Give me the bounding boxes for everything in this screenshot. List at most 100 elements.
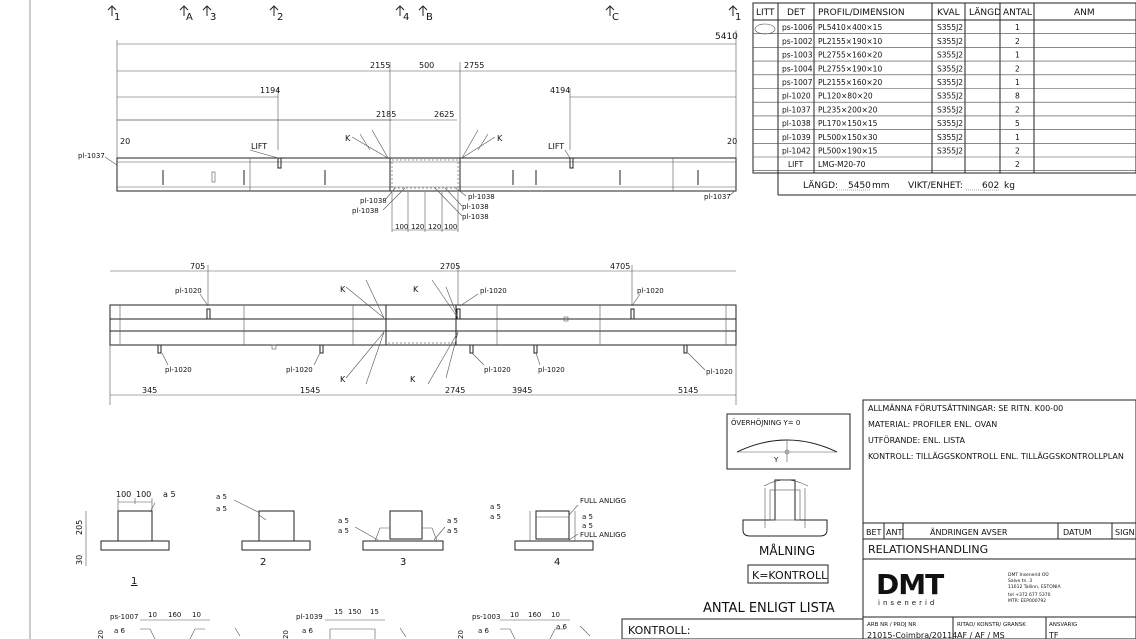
table-header: ANTAL <box>1003 8 1032 18</box>
section-marker: 1 <box>107 5 120 23</box>
pl1020-label: pl-1020 <box>484 366 511 374</box>
table-cell-kval: S355J2 <box>937 51 963 60</box>
pl1020-label: pl-1020 <box>175 287 202 295</box>
dim-5145: 5145 <box>678 386 698 395</box>
dim-10: 10 <box>192 611 201 619</box>
section-marker-label: 4 <box>403 12 409 23</box>
dim-500: 500 <box>419 61 434 70</box>
camber-y: Y <box>773 456 779 464</box>
section-marker: B <box>418 5 433 23</box>
dim-100: 100 <box>116 490 131 499</box>
antal-label: ANTAL ENLIGT LISTA <box>703 601 835 616</box>
table-cell-profil: PL500×190×15 <box>818 147 878 156</box>
painting-label: MÅLNING <box>759 543 815 558</box>
part-label: ps-1003 <box>472 613 500 621</box>
dim-10: 10 <box>510 611 519 619</box>
ritad-label: RITAD/ KONSTR/ GRANSK <box>957 622 1026 628</box>
section-marker-label: 3 <box>210 12 216 23</box>
table-cell-antal: 2 <box>1015 64 1020 73</box>
dim-2755: 2755 <box>464 61 484 70</box>
pl1020-label: pl-1020 <box>637 287 664 295</box>
table-cell-profil: PL5410×400×15 <box>818 23 882 32</box>
detail-4: a 5 a 5 a 5 a 5 FULL ANLIGG FULL ANLIGG … <box>490 497 626 568</box>
section-marker: 4 <box>395 5 409 23</box>
dim-20: 20 <box>282 630 290 639</box>
dim-100: 100 <box>444 223 457 231</box>
k-label-right: K <box>497 134 503 143</box>
table-cell-det: pl-1038 <box>782 119 811 128</box>
weld-label: a 5 <box>490 503 501 511</box>
company-reg: MTR: EEP000792 <box>1008 598 1046 604</box>
company-name: DMT Insenerid OÜ <box>1008 571 1049 578</box>
vikt-unit: kg <box>1004 181 1015 191</box>
section-marker-label: 1 <box>114 12 120 23</box>
table-cell-profil: PL2155×190×10 <box>818 37 882 46</box>
section-marker-label: 2 <box>277 12 283 23</box>
dim-2745: 2745 <box>445 386 465 395</box>
weld-label: a 6 <box>302 627 314 635</box>
table-cell-profil: PL235×200×20 <box>818 105 878 114</box>
elevation-view: 5410 2155 500 2755 1194 4194 2185 2625 2… <box>78 30 738 232</box>
note-line: ALLMÄNNA FÖRUTSÄTTNINGAR: SE RITN. K00-0… <box>868 403 1063 413</box>
painting-section: MÅLNING K=KONTROLL <box>742 479 829 584</box>
table-cell-profil: PL170×150×15 <box>818 119 878 128</box>
dim-2705: 2705 <box>440 262 460 271</box>
pl1020-label: pl-1020 <box>480 287 507 295</box>
pl1020-label: pl-1020 <box>538 366 565 374</box>
dim-120: 120 <box>428 223 441 231</box>
note-line: UTFÖRANDE: ENL. LISTA <box>868 435 966 445</box>
dim-20-right: 20 <box>727 137 737 146</box>
table-cell-antal: 2 <box>1015 160 1020 169</box>
dim-100: 100 <box>395 223 408 231</box>
section-marker: 1 <box>728 5 741 23</box>
detail-3: a 5 a 5 a 5 a 5 3 <box>338 510 458 568</box>
weld-label: a 5 <box>338 527 349 535</box>
table-cell-profil: PL2155×160×20 <box>818 78 882 87</box>
dim-3945: 3945 <box>512 386 532 395</box>
weld-label: a 5 <box>447 517 458 525</box>
table-cell-antal: 1 <box>1015 133 1020 142</box>
table-cell-kval: S355J2 <box>937 133 963 142</box>
detail-2: a 5 a 5 2 <box>216 493 311 568</box>
dim-705: 705 <box>190 262 205 271</box>
dim-160: 160 <box>168 611 181 619</box>
table-cell-antal: 2 <box>1015 37 1020 46</box>
dim-345: 345 <box>142 386 157 395</box>
camber-box: ÖVERHÖJNING Y= 0 Y <box>726 413 851 470</box>
weld-label: a 6 <box>114 627 126 635</box>
weld-label: a 5 <box>216 493 227 501</box>
dim-1194: 1194 <box>260 86 280 95</box>
table-cell-profil: LMG-M20-70 <box>818 160 866 169</box>
logo-text: DMT <box>876 568 944 601</box>
detail-1: 100 100 a 5 205 30 1 <box>75 490 176 587</box>
table-cell-det: ps-1003 <box>782 51 813 60</box>
section-markers: 1 A 3 2 4 B C 1 <box>107 5 741 23</box>
plan-view: 705 2705 4705 pl-1020 pl-1020 pl-1020 <box>109 262 737 405</box>
table-cell-antal: 2 <box>1015 147 1020 156</box>
full-anligg-label: FULL ANLIGG <box>580 497 626 505</box>
table-cell-profil: PL2755×190×10 <box>818 64 882 73</box>
dim-4194: 4194 <box>550 86 570 95</box>
kontroll-label: KONTROLL: <box>628 624 690 637</box>
weld-label: a 5 <box>447 527 458 535</box>
relationshandling: RELATIONSHANDLING <box>868 543 988 556</box>
langd-unit: mm <box>872 181 890 191</box>
note-line: KONTROLL: TILLÄGGSKONTROLL ENL. TILLÄGGS… <box>868 451 1124 461</box>
dim-10: 10 <box>551 611 560 619</box>
parts-table: LITT DET PROFIL/DIMENSION KVAL LÄNGD ANT… <box>752 2 1136 196</box>
section-marker-label: 1 <box>735 12 741 23</box>
dim-1545: 1545 <box>300 386 320 395</box>
vikt-value: 602 <box>982 181 999 191</box>
langd-label: LÄNGD: <box>803 180 838 191</box>
table-cell-kval: S355J2 <box>937 105 963 114</box>
table-cell-det: ps-1007 <box>782 78 813 87</box>
company-tel: tel +372 677 5370 <box>1008 592 1051 598</box>
table-cell-det: pl-1037 <box>782 105 811 114</box>
dim-4705: 4705 <box>610 262 630 271</box>
weld-label: a 6 <box>556 623 568 631</box>
pl1038-label: pl-1038 <box>352 207 379 215</box>
k-label: K <box>340 375 346 384</box>
pl1037-label-right: pl-1037 <box>704 193 731 201</box>
